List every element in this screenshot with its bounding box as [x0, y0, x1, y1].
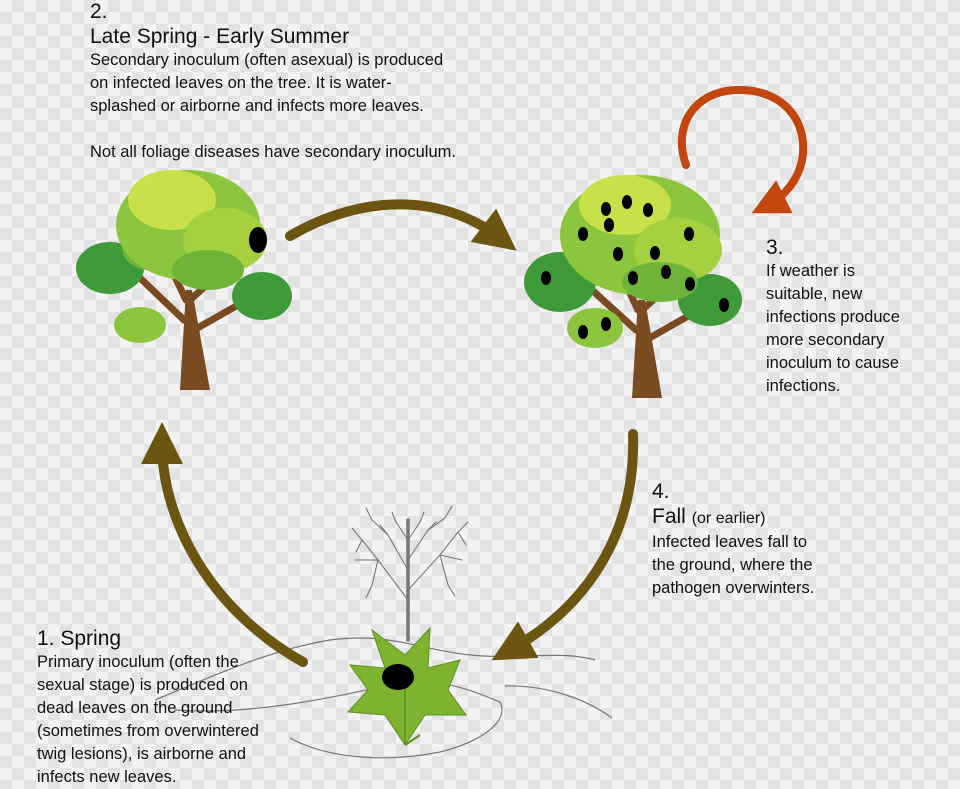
arrow-stage2-to-stage3	[285, 199, 517, 251]
stage-3-number: 3.	[766, 236, 784, 259]
fallen-infected-leaf	[346, 626, 467, 746]
stage-4-description: Infected leaves fall to the ground, wher…	[652, 531, 892, 600]
stage-4-title-row: Fall (or earlier)	[652, 504, 892, 531]
stage-4-number: 4.	[652, 480, 670, 503]
lesion	[249, 227, 267, 253]
description-line: If weather is	[766, 262, 855, 280]
description-line: Infected leaves fall to	[652, 533, 808, 551]
lesion-cluster	[541, 195, 729, 339]
stage-1-description: Primary inoculum (often the sexual stage…	[37, 651, 297, 789]
description-line: infections.	[766, 377, 841, 395]
description-line: pathogen overwinters.	[652, 579, 815, 597]
description-line: sexual stage) is produced on	[37, 676, 248, 694]
description-line: Secondary inoculum (often asexual) is pr…	[90, 51, 444, 69]
tree-stage3	[524, 175, 742, 398]
description-line: more secondary	[766, 331, 885, 349]
arrow-stage1-to-stage2	[141, 422, 308, 667]
description-line: the ground, where the	[652, 556, 813, 574]
stage-3-description: If weather is suitable, new infections p…	[766, 260, 956, 398]
stage-2-description: Secondary inoculum (often asexual) is pr…	[90, 49, 530, 164]
description-line: splashed or airborne and infects more le…	[90, 97, 424, 115]
stage-2-number: 2.	[90, 0, 108, 23]
stage-1-title: 1. Spring	[37, 627, 122, 650]
stage-2-title: Late Spring - Early Summer	[90, 25, 350, 48]
leaf-lesion	[382, 664, 414, 690]
description-line: on infected leaves on the tree. It is wa…	[90, 74, 392, 92]
description-line: dead leaves on the ground	[37, 699, 233, 717]
description-line: (sometimes from overwintered	[37, 722, 259, 740]
description-line: infections produce	[766, 308, 900, 326]
stage-4-label: 4. Fall (or earlier) Infected leaves fal…	[652, 480, 892, 600]
tree-stage2	[76, 170, 292, 390]
stage-2-label: 2. Late Spring - Early Summer Secondary …	[90, 0, 530, 164]
arrow-repeating-infection	[677, 85, 808, 214]
stage-2-note: Not all foliage diseases have secondary …	[90, 143, 456, 161]
description-line: infects new leaves.	[37, 768, 177, 786]
description-line: inoculum to cause	[766, 354, 899, 372]
stage-4-title-suffix: (or earlier)	[691, 510, 766, 527]
description-line: suitable, new	[766, 285, 863, 303]
bare-tree	[351, 505, 469, 642]
stage-3-label: 3. If weather is suitable, new infection…	[766, 236, 956, 398]
stage-4-title: Fall	[652, 505, 686, 528]
description-line: twig lesions), is airborne and	[37, 745, 247, 763]
description-line: Primary inoculum (often the	[37, 653, 239, 671]
arrow-stage3-to-stage4	[491, 429, 639, 661]
stage-1-label: 1. Spring Primary inoculum (often the se…	[37, 626, 297, 789]
